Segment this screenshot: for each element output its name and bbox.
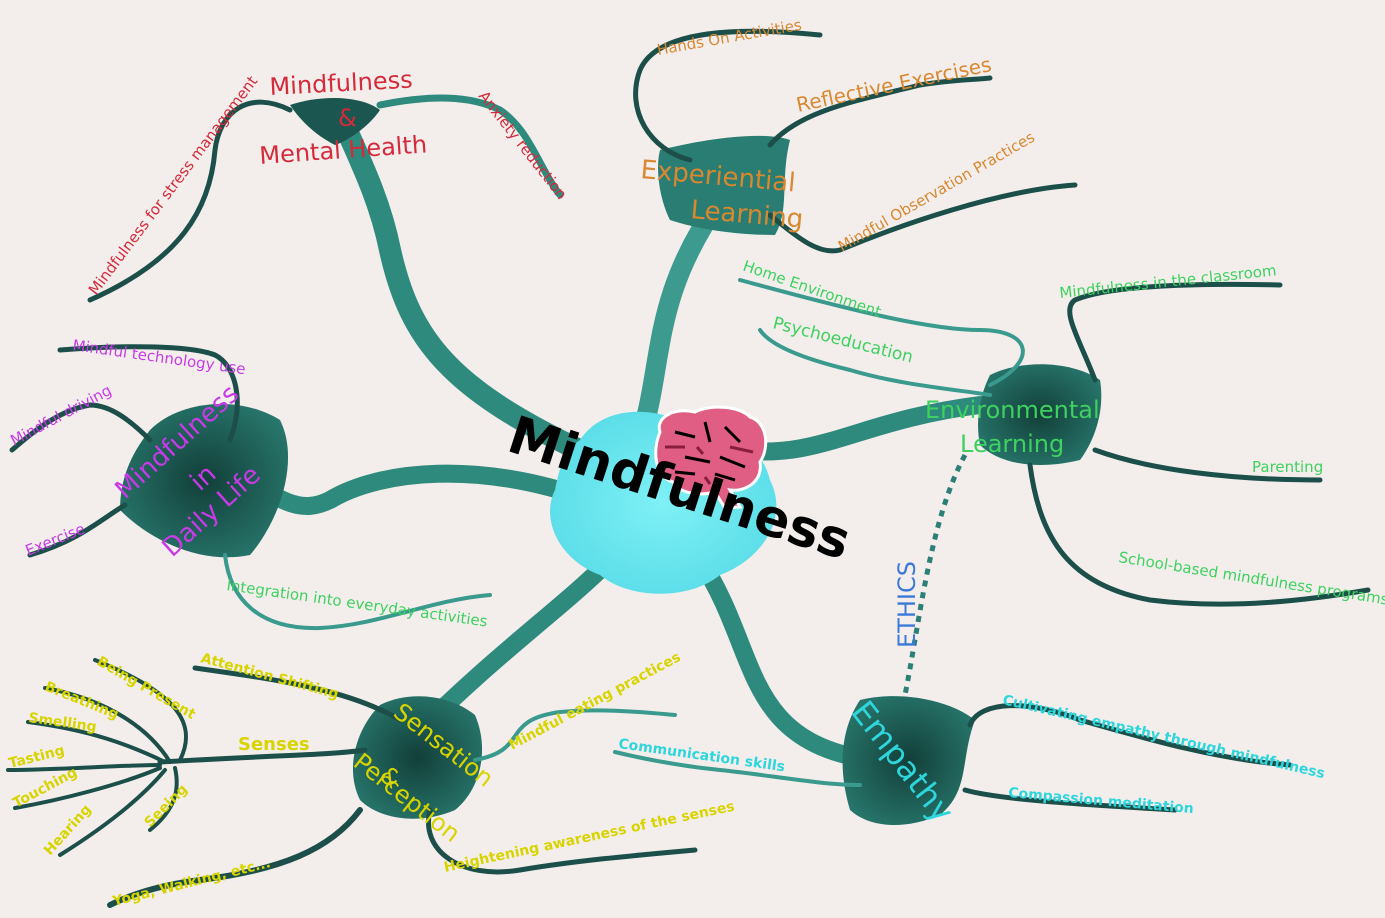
senses-label: Senses	[238, 734, 310, 755]
branch-experiential	[640, 200, 720, 440]
environmental-title-2: Learning	[960, 430, 1064, 458]
leaf-hands-on: Hands On Activities	[656, 16, 804, 59]
ethics-label: ETHICS	[893, 561, 921, 648]
leaf-yoga-walking: Yoga, Walking, etc...	[110, 855, 272, 910]
sense-smelling: Smelling	[27, 710, 97, 735]
leaf-classroom: Mindfulness in the classroom	[1059, 261, 1278, 302]
branch-empathy	[700, 560, 870, 760]
leaf-mindful-observation: Mindful Observation Practices	[835, 128, 1038, 256]
leaf-anxiety-reduction: Anxiety reduction	[475, 87, 571, 203]
node-sensation: Sensation & Perception Attention Shiftin…	[7, 649, 736, 910]
leaf-attention-shifting: Attention Shifting	[199, 650, 340, 702]
branch-mental-health	[340, 115, 590, 455]
leaf-parenting: Parenting	[1252, 458, 1323, 476]
leaf-home-environment: Home Environment	[741, 257, 884, 321]
mental-health-title-3: Mental Health	[258, 130, 427, 170]
stem-classroom	[1070, 284, 1280, 380]
leaf-compassion: Compassion meditation	[1008, 785, 1195, 817]
leaf-psychoeducation: Psychoeducation	[771, 313, 915, 367]
leaf-mindful-eating: Mindful eating practices	[506, 649, 683, 753]
environmental-title-1: Environmental	[925, 396, 1100, 424]
node-experiential: Experiential Learning Hands On Activitie…	[639, 16, 1037, 256]
leaf-tech-use: Mindful technology use	[71, 336, 246, 378]
leaf-reflective: Reflective Exercises	[794, 52, 993, 117]
mental-health-title-2: &	[338, 104, 357, 132]
branch-daily-life	[240, 474, 590, 506]
leaf-stress-management: Mindfulness for stress management	[85, 72, 261, 298]
leaf-driving: Mindful driving	[7, 381, 114, 449]
leaf-cultivating-empathy: Cultivating empathy through mindfulness	[1001, 692, 1326, 782]
mental-health-title-1: Mindfulness	[269, 66, 413, 101]
leaf-exercise: Exercise	[23, 520, 88, 560]
leaf-heightening: Heightening awareness of the senses	[443, 799, 736, 876]
